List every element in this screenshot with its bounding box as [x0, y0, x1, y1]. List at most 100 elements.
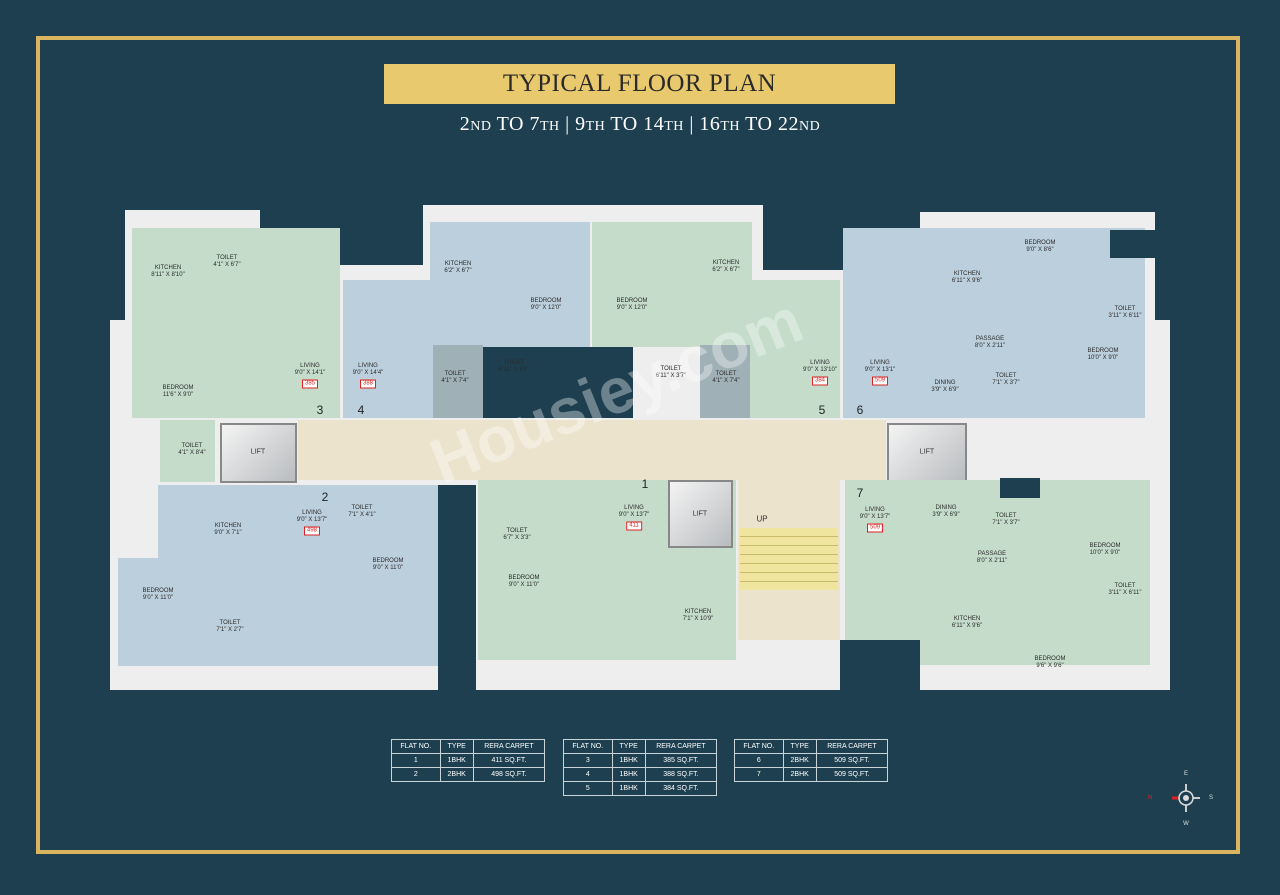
room-name: LIVING	[865, 507, 885, 513]
table-cell: 385 SQ.FT.	[644, 753, 718, 768]
table-cell: 2BHK	[782, 753, 817, 768]
lift-label: LIFT	[692, 510, 708, 518]
flat-7	[845, 480, 1150, 665]
room-name: KITCHEN	[444, 261, 472, 267]
room-size: 9'0" X 13'10"	[803, 367, 837, 373]
room-size: 3'9" X 6'9"	[931, 387, 959, 393]
room-name: BEDROOM	[142, 588, 174, 594]
room-size: 4'1" X 6'7"	[213, 262, 241, 268]
room-size: 7'1" X 3'7"	[992, 520, 1020, 526]
flat-number: 3	[316, 403, 324, 417]
table-cell: 3	[563, 753, 613, 768]
room-name: LIVING	[300, 363, 320, 369]
column-header: RERA CARPET	[644, 739, 718, 754]
carpet-area-badge: 498	[303, 526, 321, 536]
void	[1110, 230, 1155, 258]
page-title: TYPICAL FLOOR PLAN	[502, 70, 777, 97]
room-name: BEDROOM	[1089, 543, 1121, 549]
table-cell: 5	[563, 781, 613, 796]
table-cell: 411 SQ.FT.	[472, 753, 546, 768]
room-size: 9'0" X 8'6"	[1026, 247, 1054, 253]
table-cell: 2BHK	[782, 767, 817, 782]
room-size: 9'0" X 12'0"	[616, 305, 648, 311]
room-name: TOILET	[219, 620, 241, 626]
table-cell: 384 SQ.FT.	[644, 781, 718, 796]
room-size: 7'1" X 3'7"	[992, 380, 1020, 386]
table-cell: 1	[391, 753, 441, 768]
room-name: BEDROOM	[372, 558, 404, 564]
room-size: 8'0" X 2'11"	[976, 558, 1008, 564]
table-cell: 1BHK	[611, 781, 646, 796]
carpet-area-badge: 509	[866, 523, 884, 533]
room-size: 7'1" X 10'9"	[682, 616, 714, 622]
table-cell: 2	[391, 767, 441, 782]
column-header: TYPE	[782, 739, 817, 754]
room-size: 9'6" X 9'6"	[1036, 663, 1064, 669]
table-cell: 388 SQ.FT.	[644, 767, 718, 782]
corridor	[298, 420, 886, 480]
room-name: KITCHEN	[684, 609, 712, 615]
room-name: BEDROOM	[1034, 656, 1066, 662]
room-size: 10'0" X 9'0"	[1089, 550, 1121, 556]
room-size: 9'0" X 14'4"	[352, 370, 384, 376]
room-name: TOILET	[995, 373, 1017, 379]
room-name: TOILET	[1114, 583, 1136, 589]
room-size: 9'0" X 12'0"	[530, 305, 562, 311]
flat-2	[118, 558, 438, 666]
room-name: LIVING	[302, 510, 322, 516]
room-size: 3'11" X 6'11"	[1108, 590, 1142, 596]
room-size: 9'0" X 13'7"	[296, 517, 328, 523]
room-name: KITCHEN	[154, 265, 182, 271]
room-size: 6'2" X 6'7"	[444, 268, 472, 274]
room-size: 9'0" X 11'0"	[142, 595, 174, 601]
flat-2	[158, 485, 438, 560]
room-size: 9'0" X 14'1"	[294, 370, 326, 376]
room-name: TOILET	[1114, 306, 1136, 312]
room-size: 3'11" X 6'11"	[1108, 313, 1142, 319]
flat-number: 5	[818, 403, 826, 417]
room-name: TOILET	[995, 513, 1017, 519]
room-name: TOILET	[506, 528, 528, 534]
room-name: TOILET	[351, 505, 373, 511]
flat-number: 4	[357, 403, 365, 417]
room-name: PASSAGE	[977, 551, 1007, 557]
carpet-area-badge: 509	[871, 376, 889, 386]
room-name: BEDROOM	[1024, 240, 1056, 246]
room-name: TOILET	[660, 366, 682, 372]
column-header: TYPE	[611, 739, 646, 754]
room-name: DINING	[934, 380, 956, 386]
carpet-area-badge: 384	[811, 376, 829, 386]
flat-4	[343, 280, 433, 418]
room-name: KITCHEN	[953, 271, 981, 277]
gold-frame	[36, 36, 1240, 854]
room-name: KITCHEN	[953, 616, 981, 622]
room-size: 7'1" X 2'7"	[216, 627, 244, 633]
table-cell: 6	[734, 753, 784, 768]
floor-range-subtitle: 2nd TO 7th | 9th TO 14th | 16th TO 22nd	[459, 113, 821, 135]
room-size: 8'0" X 2'11"	[974, 343, 1006, 349]
